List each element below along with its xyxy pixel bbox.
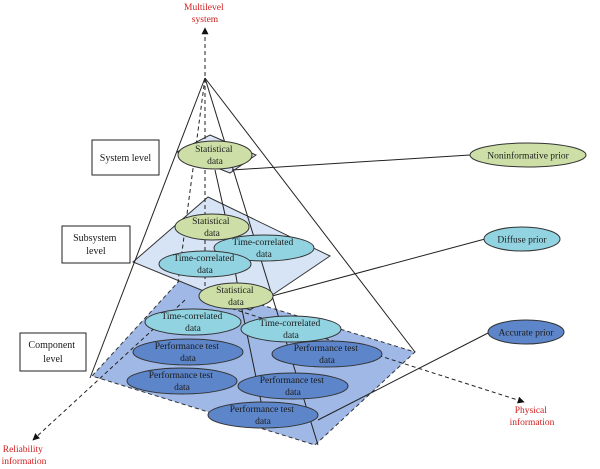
svg-text:Statistical data: Statistical data [216, 286, 256, 308]
svg-text:Time-correlated data: Time-correlated data [259, 319, 322, 341]
vertical-axis-label: Multilevel system [184, 3, 226, 25]
diffuse-prior-node: Diffuse prior [483, 226, 561, 252]
svg-text:Performance test data: Performance test data [230, 404, 296, 427]
noninformative-prior-node: Noninformative prior [469, 142, 587, 168]
svg-text:Performance test data: Performance test data [155, 341, 221, 364]
performance-test-node-2: Performance test data [271, 340, 383, 368]
component-statistical-data-node: Statistical data [198, 282, 274, 310]
svg-text:Noninformative prior: Noninformative prior [487, 151, 569, 162]
component-time-correlated-node-2: Time-correlated data [240, 315, 342, 343]
svg-text:Accurate prior: Accurate prior [498, 329, 554, 339]
svg-text:Time-correlated data: Time-correlated data [232, 238, 295, 260]
system-statistical-data-node: Statistical data [177, 140, 253, 170]
subsystem-time-correlated-node-2: Time-correlated data [158, 250, 252, 278]
subsystem-time-correlated-node-1: Time-correlated data [213, 234, 315, 262]
performance-test-node-3: Performance test data [126, 367, 238, 395]
prior-connectors [231, 154, 491, 421]
svg-text:Statistical data: Statistical data [195, 145, 235, 167]
component-level-label: Component level [19, 332, 87, 372]
svg-text:Statistical data: Statistical data [192, 217, 232, 239]
performance-test-node-4: Performance test data [237, 372, 349, 400]
svg-text:Diffuse prior: Diffuse prior [497, 235, 547, 246]
svg-text:Performance test data: Performance test data [149, 370, 215, 393]
right-axis-label: Physical information [510, 406, 555, 428]
svg-text:Performance test data: Performance test data [260, 375, 326, 398]
component-time-correlated-node-1: Time-correlated data [144, 308, 242, 336]
performance-test-node-5: Performance test data [207, 401, 319, 429]
svg-text:Subsystem level: Subsystem level [73, 233, 119, 257]
svg-text:System level: System level [100, 153, 152, 164]
svg-text:Time-correlated data: Time-correlated data [161, 312, 224, 334]
svg-text:Time-correlated data: Time-correlated data [173, 254, 236, 276]
subsystem-level-label: Subsystem level [61, 225, 131, 264]
performance-test-node-1: Performance test data [132, 338, 244, 366]
subsystem-statistical-data-node: Statistical data [174, 213, 250, 241]
left-axis-label: Reliability information [2, 445, 47, 467]
system-level-label: System level [91, 139, 160, 176]
accurate-prior-node: Accurate prior [487, 319, 565, 345]
svg-text:Component level: Component level [28, 340, 77, 365]
svg-text:Performance test data: Performance test data [294, 343, 360, 366]
